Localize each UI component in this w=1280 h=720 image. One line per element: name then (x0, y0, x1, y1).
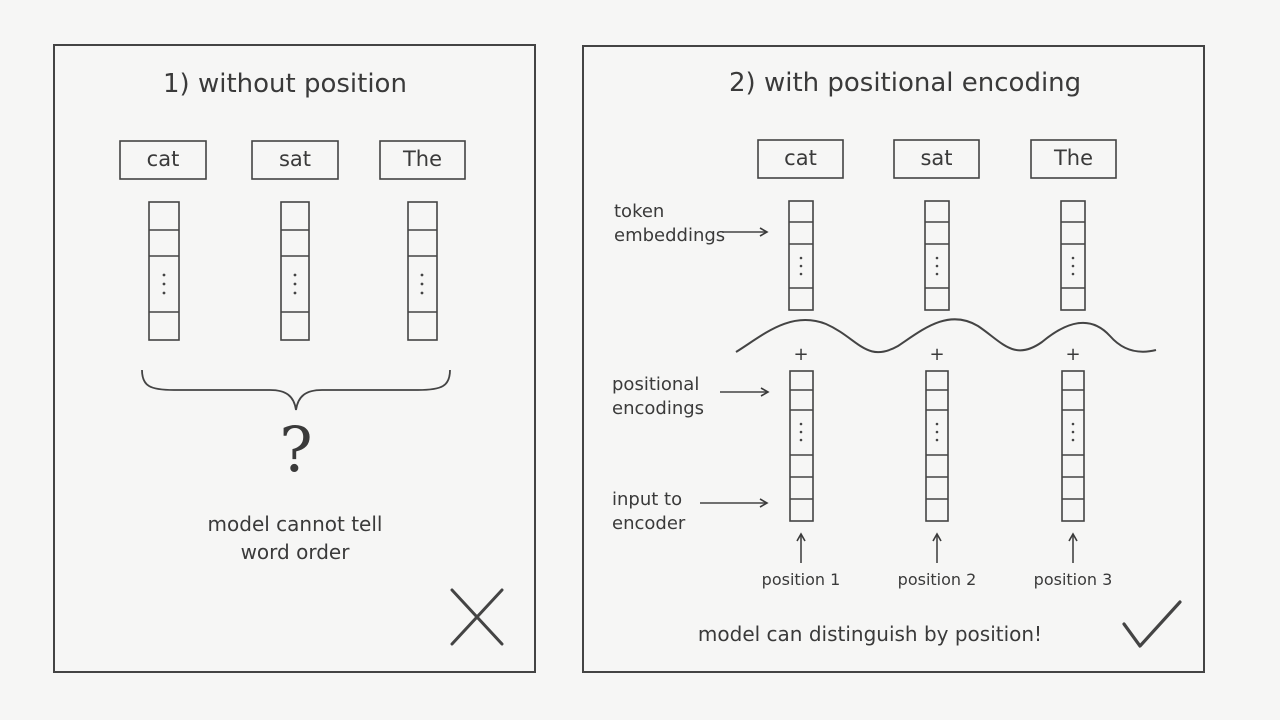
plus-sign-1: + (793, 344, 809, 365)
right-encoding-vector-2 (925, 370, 949, 522)
left-curly-brace (141, 369, 451, 411)
left-token-label-3: The (402, 147, 443, 171)
positional-sine-wave (735, 318, 1157, 353)
check-icon (1122, 600, 1182, 648)
left-vector-3 (407, 201, 438, 341)
right-token-label-1: cat (784, 146, 817, 170)
label-positional-encodings-line-1: positional (612, 374, 700, 395)
right-token-vector-3 (1060, 200, 1086, 311)
right-token-box-1 (757, 139, 844, 179)
right-token-vector-1 (788, 200, 814, 311)
right-panel-frame (582, 45, 1205, 673)
left-vector-1 (148, 201, 180, 341)
question-mark: ? (279, 413, 313, 486)
label-token-embeddings-line-2: embeddings (614, 225, 726, 246)
right-note: model can distinguish by position! (697, 622, 1043, 646)
label-positional-encodings-line-2: encodings (612, 398, 705, 419)
right-panel-title: 2) with positional encoding (729, 68, 1082, 98)
position-label-2: position 2 (897, 570, 977, 589)
label-input-to-encoder-line-2: encoder (612, 513, 686, 534)
label-input-to-encoder-line-1: input to (612, 489, 683, 510)
left-token-box-2 (251, 140, 339, 180)
left-panel-title: 1) without position (163, 69, 407, 99)
left-token-label-1: cat (146, 147, 180, 171)
right-token-label-2: sat (920, 146, 953, 170)
left-token-box-3 (379, 140, 466, 180)
plus-sign-2: + (929, 344, 945, 365)
left-vector-2 (280, 201, 310, 341)
label-token-embeddings-line-1: token (614, 201, 665, 222)
right-token-box-2 (893, 139, 980, 179)
left-token-box-1 (119, 140, 207, 180)
right-encoding-vector-1 (789, 370, 814, 522)
right-token-label-3: The (1053, 146, 1094, 170)
left-note-line-1: model cannot tell (207, 512, 383, 536)
right-encoding-vector-3 (1061, 370, 1085, 522)
left-panel-frame (53, 44, 536, 673)
left-note-line-2: word order (240, 540, 350, 564)
right-token-vector-2 (924, 200, 950, 311)
left-token-label-2: sat (278, 147, 312, 171)
position-label-1: position 1 (761, 570, 841, 589)
right-token-box-3 (1030, 139, 1117, 179)
plus-sign-3: + (1065, 344, 1081, 365)
cross-icon (450, 588, 504, 646)
position-label-3: position 3 (1033, 570, 1113, 589)
